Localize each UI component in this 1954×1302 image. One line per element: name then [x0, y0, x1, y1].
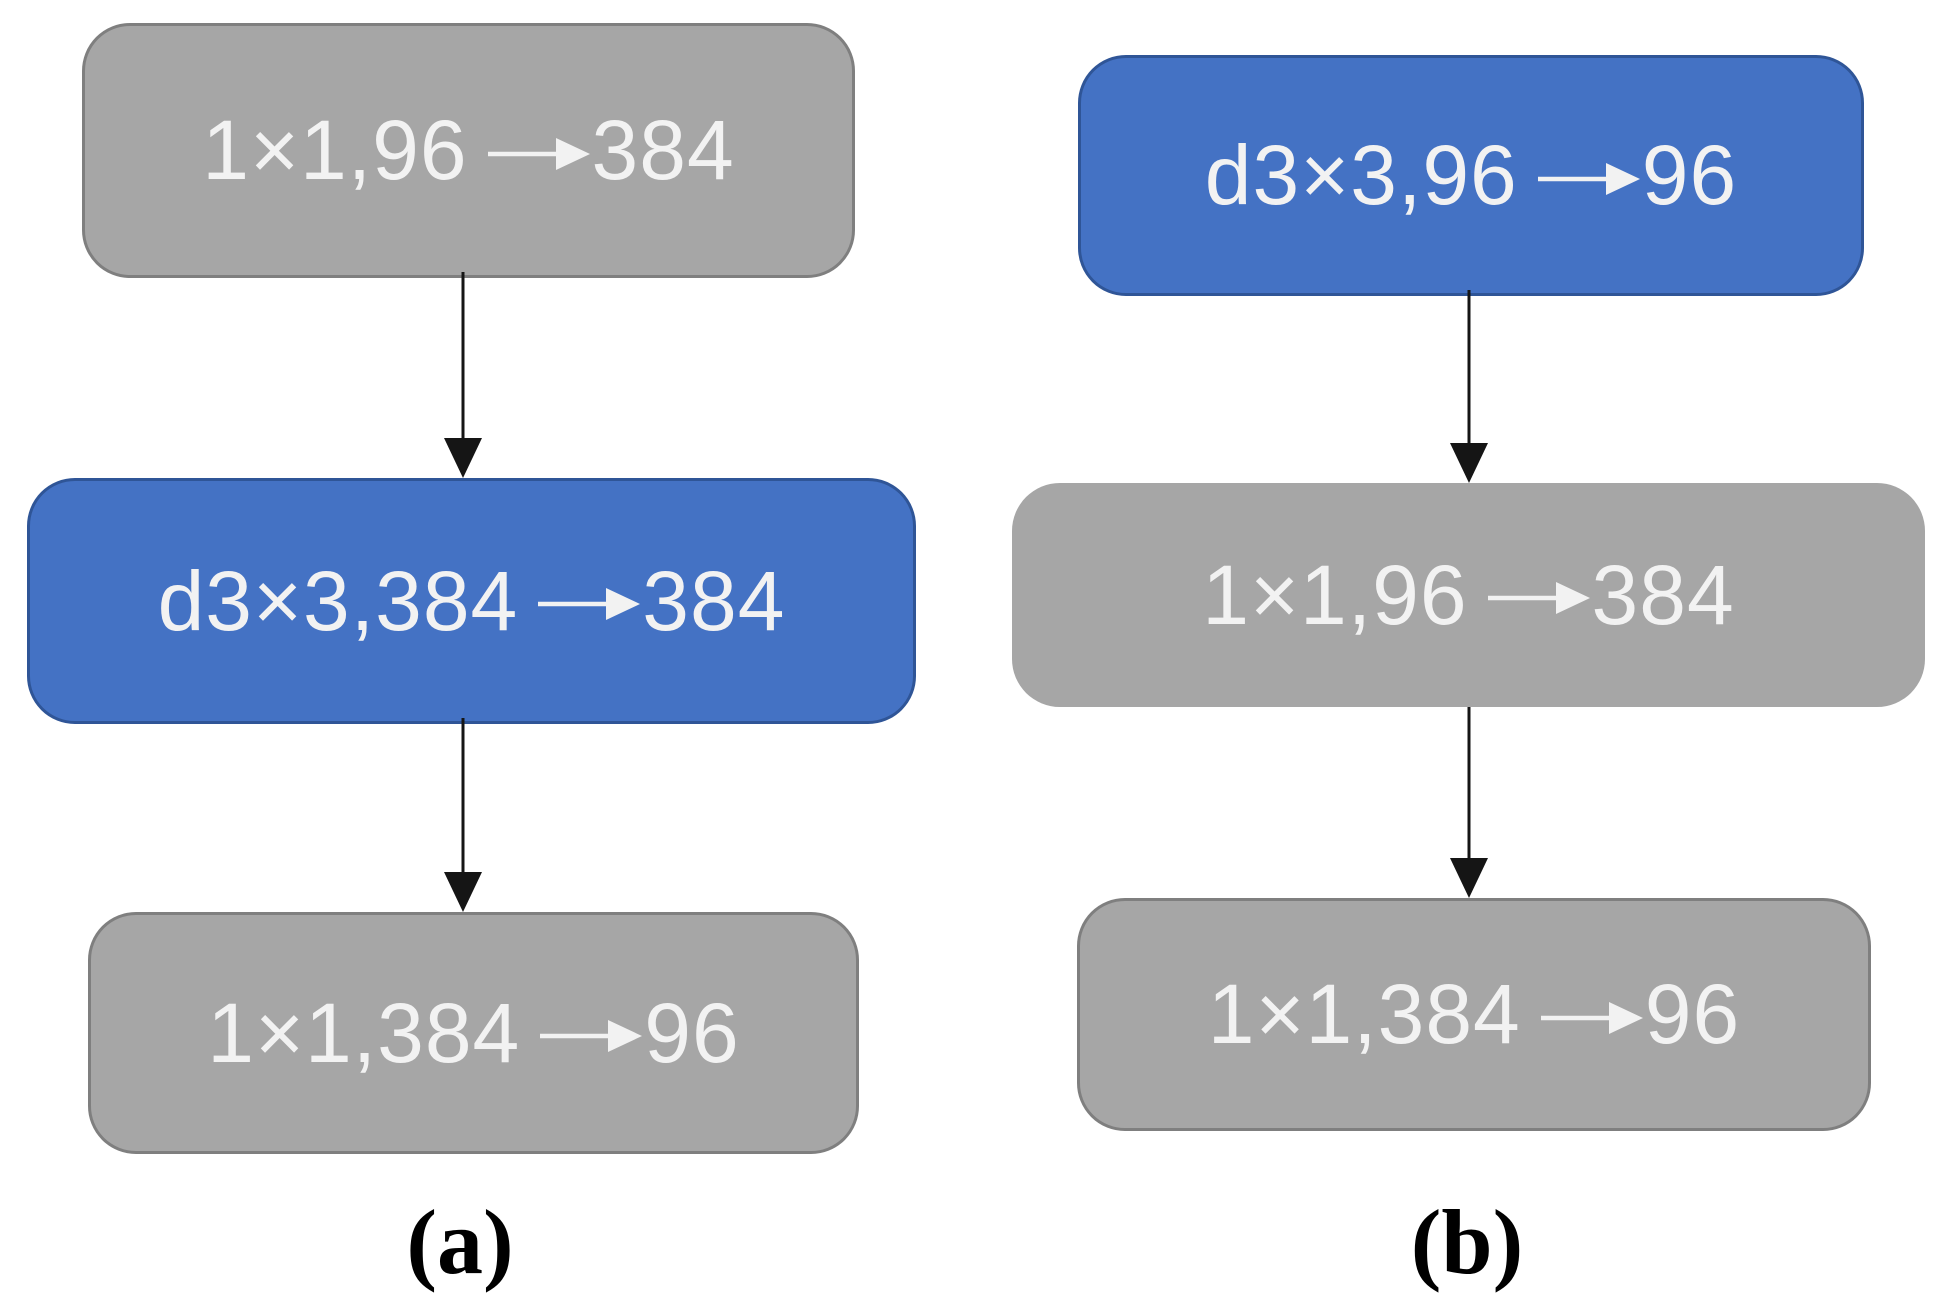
node-b1-conv: d3×3,96 96 — [1078, 55, 1864, 296]
right-arrow-icon — [486, 130, 590, 178]
node-label-left: d3×3,384 — [157, 553, 519, 648]
down-arrow-connector — [1450, 707, 1488, 898]
connector-line — [461, 718, 465, 878]
down-arrowhead-icon — [444, 438, 482, 478]
node-b2-conv: 1×1,96 384 — [1012, 483, 1925, 707]
node-label-right: 96 — [644, 985, 740, 1080]
connector-line — [1467, 290, 1471, 449]
down-arrow-connector — [444, 272, 482, 478]
node-label-right: 384 — [591, 103, 735, 197]
panel-b-caption: (b) — [1410, 1191, 1524, 1293]
node-a3-conv: 1×1,384 96 — [88, 912, 859, 1154]
down-arrowhead-icon — [1450, 858, 1488, 898]
node-label-left: d3×3,96 — [1204, 128, 1518, 222]
node-label-left: 1×1,96 — [202, 103, 468, 197]
connector-line — [1467, 707, 1471, 864]
down-arrowhead-icon — [1450, 443, 1488, 483]
down-arrow-connector — [1450, 290, 1488, 483]
right-arrow-icon — [536, 580, 641, 628]
connector-line — [461, 272, 465, 444]
node-label-left: 1×1,384 — [207, 985, 521, 1080]
right-arrow-icon — [538, 1012, 643, 1060]
right-arrow-icon — [1486, 574, 1590, 622]
node-label-left: 1×1,384 — [1207, 967, 1521, 1061]
right-arrow-icon — [1536, 155, 1640, 203]
down-arrow-connector — [444, 718, 482, 912]
node-b3-conv: 1×1,384 96 — [1077, 898, 1871, 1131]
node-label-left: 1×1,96 — [1202, 547, 1468, 642]
node-label-right: 384 — [1591, 547, 1735, 642]
panel-a-caption: (a) — [406, 1191, 514, 1293]
node-a2-conv: d3×3,384 384 — [27, 478, 916, 724]
right-arrow-icon — [1539, 994, 1643, 1042]
down-arrowhead-icon — [444, 872, 482, 912]
node-a1-conv: 1×1,96 384 — [82, 23, 855, 278]
node-label-right: 384 — [642, 553, 786, 648]
node-label-right: 96 — [1641, 128, 1738, 222]
node-label-right: 96 — [1644, 967, 1741, 1061]
